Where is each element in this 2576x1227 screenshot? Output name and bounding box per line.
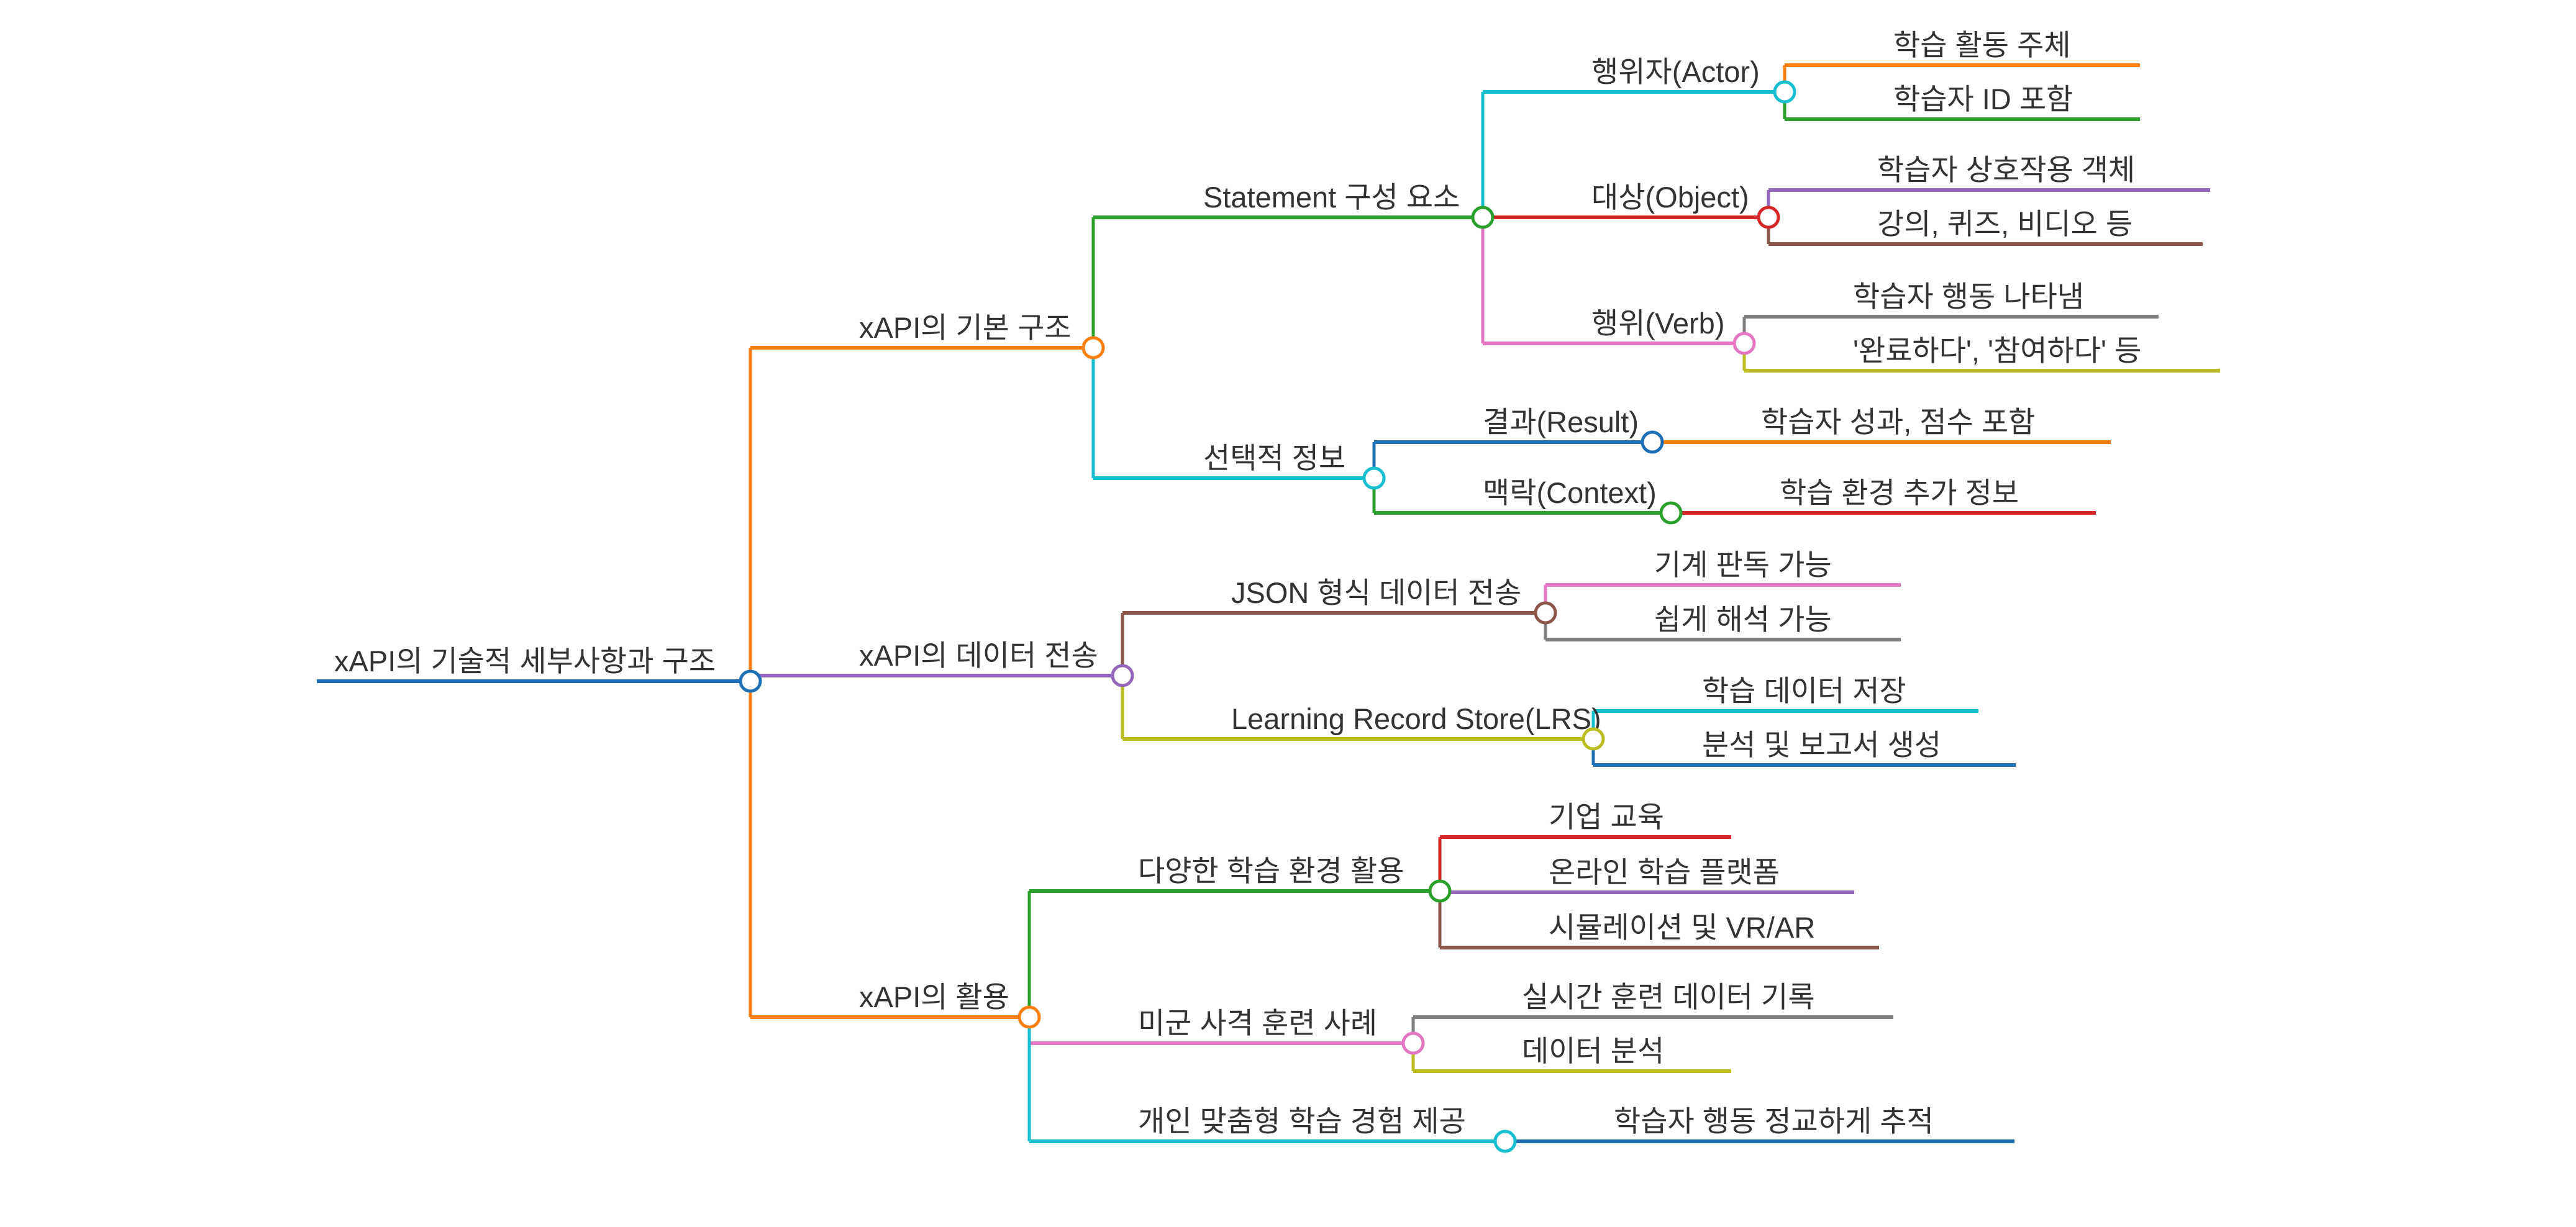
node-label-학습-데이터-저장: 학습 데이터 저장 bbox=[1702, 674, 1906, 707]
node-label-학습-활동-주체: 학습 활동 주체 bbox=[1893, 29, 2071, 61]
node-label-행위자-actor: 행위자(Actor) bbox=[1591, 55, 1760, 88]
node-label-선택적-정보: 선택적 정보 bbox=[1203, 441, 1345, 474]
node-knot-개인-맞춤형-학습-경험-제공[interactable] bbox=[1493, 1130, 1517, 1153]
node-knot-맥락-context[interactable] bbox=[1659, 501, 1683, 525]
node-knot-xapi의-데이터-전송[interactable] bbox=[1111, 664, 1134, 687]
mindmap-nodes: xAPI의 기술적 세부사항과 구조 xAPI의 기본 구조 Statement 구… bbox=[334, 29, 2141, 1153]
node-knot-xapi의-활용[interactable] bbox=[1017, 1005, 1041, 1029]
node-label-statement-구성-요소: Statement 구성 요소 bbox=[1203, 181, 1460, 214]
node-knot-json-형식-데이터-전송[interactable] bbox=[1534, 601, 1557, 625]
node-label-학습자-행동-나타냄: 학습자 행동 나타냄 bbox=[1853, 280, 2084, 313]
node-label-미군-사격-훈련-사례: 미군 사격 훈련 사례 bbox=[1138, 1007, 1377, 1039]
node-label-기계-판독-가능: 기계 판독 가능 bbox=[1654, 548, 1832, 581]
node-label-학습자-id-포함: 학습자 ID 포함 bbox=[1893, 83, 2073, 115]
node-knot-learning-record-store-lrs[interactable] bbox=[1582, 727, 1605, 751]
node-label-완료하다-참여하다-등: '완료하다', '참여하다' 등 bbox=[1853, 334, 2141, 367]
node-label-시뮬레이션-및-vr-ar: 시뮬레이션 및 VR/AR bbox=[1549, 911, 1815, 944]
node-label-강의-퀴즈-비디오-등: 강의, 퀴즈, 비디오 등 bbox=[1877, 207, 2132, 240]
node-knot-xapi의-기본-구조[interactable] bbox=[1081, 336, 1105, 360]
node-label-xapi의-기술적-세부사항과-구조: xAPI의 기술적 세부사항과 구조 bbox=[334, 645, 716, 677]
node-knot-xapi의-기술적-세부사항과-구조[interactable] bbox=[739, 669, 762, 693]
node-label-학습자-상호작용-객체: 학습자 상호작용 객체 bbox=[1877, 153, 2135, 186]
mindmap-edges bbox=[317, 63, 2220, 1143]
node-label-json-형식-데이터-전송: JSON 형식 데이터 전송 bbox=[1231, 576, 1521, 609]
node-knot-다양한-학습-환경-활용[interactable] bbox=[1428, 879, 1452, 903]
node-knot-statement-구성-요소[interactable] bbox=[1471, 206, 1495, 229]
node-label-분석-및-보고서-생성: 분석 및 보고서 생성 bbox=[1702, 728, 1941, 761]
node-label-기업-교육: 기업 교육 bbox=[1549, 800, 1664, 833]
node-knot-결과-result[interactable] bbox=[1641, 430, 1664, 454]
node-label-xapi의-기본-구조: xAPI의 기본 구조 bbox=[859, 311, 1072, 344]
node-knot-행위-verb[interactable] bbox=[1732, 332, 1756, 355]
node-label-개인-맞춤형-학습-경험-제공: 개인 맞춤형 학습 경험 제공 bbox=[1138, 1105, 1466, 1138]
node-label-실시간-훈련-데이터-기록: 실시간 훈련 데이터 기록 bbox=[1522, 980, 1815, 1013]
node-label-learning-record-store-lrs: Learning Record Store(LRS) bbox=[1231, 702, 1601, 735]
node-knot-미군-사격-훈련-사례[interactable] bbox=[1401, 1031, 1425, 1055]
node-knot-선택적-정보[interactable] bbox=[1362, 466, 1386, 490]
node-label-맥락-context: 맥락(Context) bbox=[1483, 476, 1657, 509]
node-label-데이터-분석: 데이터 분석 bbox=[1522, 1035, 1664, 1067]
node-label-결과-result: 결과(Result) bbox=[1483, 405, 1639, 438]
node-label-다양한-학습-환경-활용: 다양한 학습 환경 활용 bbox=[1138, 854, 1404, 887]
node-label-xapi의-데이터-전송: xAPI의 데이터 전송 bbox=[859, 639, 1098, 672]
node-label-쉽게-해석-가능: 쉽게 해석 가능 bbox=[1654, 603, 1832, 636]
node-knot-대상-object[interactable] bbox=[1757, 206, 1780, 229]
node-knot-행위자-actor[interactable] bbox=[1773, 80, 1796, 104]
node-label-학습자-성과-점수-포함: 학습자 성과, 점수 포함 bbox=[1761, 405, 2035, 438]
node-label-온라인-학습-플랫폼: 온라인 학습 플랫폼 bbox=[1549, 856, 1780, 889]
node-label-행위-verb: 행위(Verb) bbox=[1591, 307, 1724, 340]
node-label-xapi의-활용: xAPI의 활용 bbox=[859, 980, 1009, 1013]
node-label-학습자-행동-정교하게-추적: 학습자 행동 정교하게 추적 bbox=[1614, 1105, 1934, 1138]
node-label-대상-object: 대상(Object) bbox=[1591, 181, 1749, 214]
node-label-학습-환경-추가-정보: 학습 환경 추가 정보 bbox=[1780, 476, 2019, 509]
